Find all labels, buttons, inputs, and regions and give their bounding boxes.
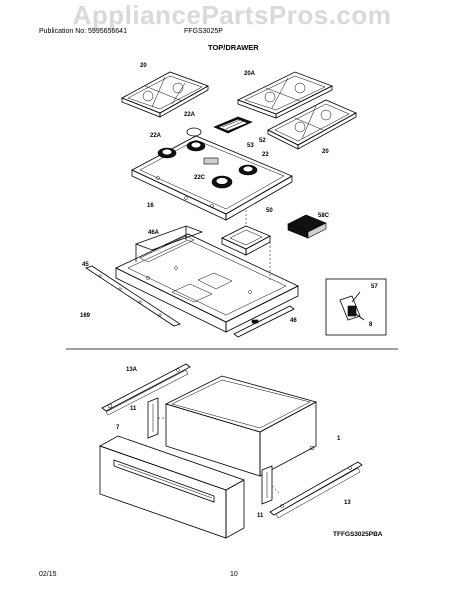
burner-cap-small [186, 127, 202, 137]
callout-11-right: 11 [257, 513, 264, 519]
callout-52: 52 [259, 138, 266, 144]
drawer-slide-right [269, 461, 363, 519]
grate-left [121, 71, 209, 118]
callout-20-left: 20 [140, 63, 147, 69]
callout-22: 22 [262, 152, 269, 158]
cooktop-maintop [131, 135, 293, 221]
side-rail-right [233, 305, 295, 338]
inset-igniter-box [325, 278, 387, 336]
callout-20-right: 20 [322, 149, 329, 155]
section-title: TOP/DRAWER [208, 43, 259, 52]
callout-46a: 46A [148, 230, 160, 236]
side-rail-left [85, 265, 181, 327]
callout-57: 57 [371, 284, 378, 290]
grate-right-top [236, 71, 333, 119]
burner-box [221, 225, 271, 256]
callout-22c: 22C [194, 175, 206, 181]
callout-45: 45 [82, 262, 89, 268]
page-number: 10 [230, 571, 238, 578]
callout-16: 16 [147, 203, 154, 209]
drawer-slide-left [101, 363, 191, 416]
diagram-code: TFFGS3025PBA [333, 531, 383, 538]
burner-box-chassis [115, 225, 299, 333]
callout-7: 7 [116, 425, 120, 431]
callout-58c: 58C [318, 213, 330, 219]
drawer-box [164, 375, 318, 477]
callout-169: 169 [80, 313, 91, 319]
callout-22a-left: 22A [150, 133, 162, 139]
publication-number: Publication No: 5995656641 [39, 28, 127, 35]
callout-53: 53 [247, 143, 254, 149]
drawer-front-panel [99, 435, 245, 539]
callout-13: 13 [344, 500, 351, 506]
callout-11-left: 11 [130, 406, 137, 412]
callout-46: 46 [290, 318, 297, 324]
control-module [287, 214, 327, 239]
watermark: AppliancePartsPros.com [72, 0, 392, 30]
footer-date: 02/15 [39, 571, 57, 578]
callout-50: 50 [266, 208, 273, 214]
drawer-bracket-left [147, 397, 159, 439]
callout-22a-top: 22A [184, 112, 196, 118]
callout-1: 1 [337, 436, 341, 442]
grate-right-bottom [267, 99, 357, 150]
callout-20a: 20A [244, 71, 256, 77]
callout-8: 8 [369, 322, 373, 328]
model-number: FFGS3025P [184, 28, 223, 35]
drawer-bracket-right [261, 465, 273, 505]
callout-13a: 13A [126, 367, 138, 373]
griddle-burner-strip [213, 116, 253, 134]
